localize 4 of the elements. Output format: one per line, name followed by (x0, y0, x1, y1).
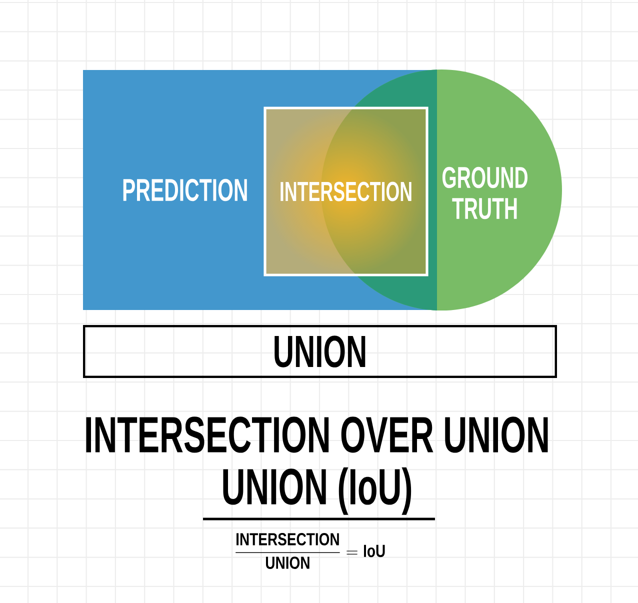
formula: $\frac{\text{INTERSECTION}}{\text{UNION}} = \text{IoU}$ (236, 533, 385, 569)
intersection-box: INTERSECTION (264, 106, 428, 276)
heading: INTERSECTION OVER UNION UNION (IoU) (86, 416, 548, 515)
union-box: UNION (83, 324, 557, 378)
